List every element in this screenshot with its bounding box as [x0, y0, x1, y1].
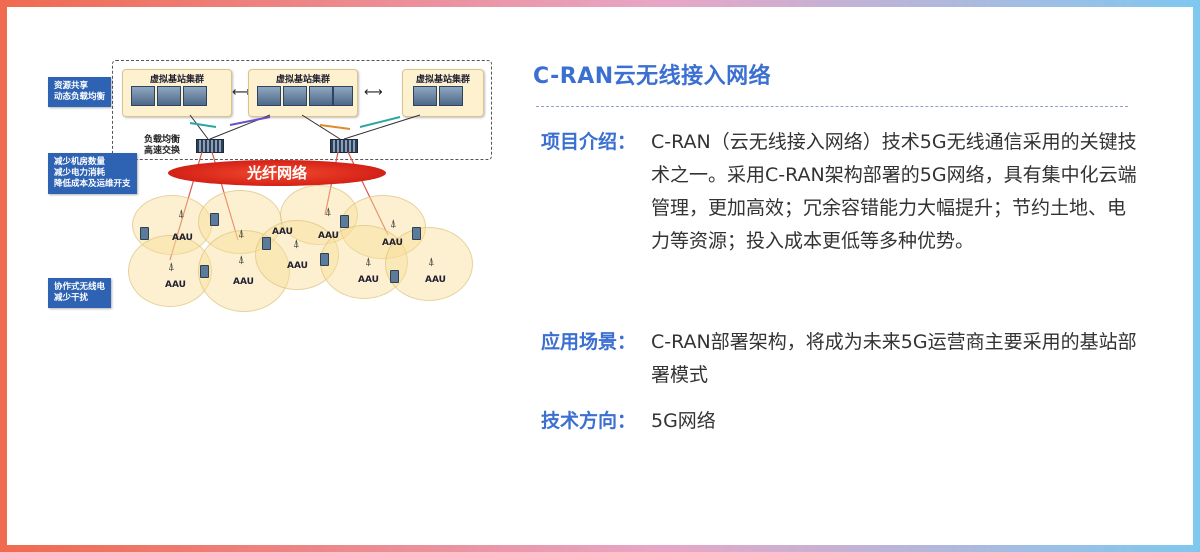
- section-value: 5G网络: [651, 410, 716, 432]
- phone-icon: [390, 270, 399, 283]
- server-rack-icon: [131, 86, 155, 106]
- fiber-network-band: 光纤网络: [168, 160, 386, 186]
- phone-icon: [140, 227, 149, 240]
- antenna-tower-icon: ⍋: [428, 255, 435, 268]
- aau-label: AAU: [272, 227, 293, 237]
- bidirectional-arrow-icon: ⟷: [232, 85, 251, 100]
- server-rack-icon: [333, 86, 353, 106]
- virtual-bs-cluster-2: 虚拟基站集群: [248, 69, 358, 117]
- phone-icon: [412, 227, 421, 240]
- section-value: C-RAN（云无线接入网络）技术5G无线通信采用的关键技术之一。采用C-RAN架…: [651, 131, 1137, 252]
- aau-label: AAU: [425, 275, 446, 285]
- switch-icon: [330, 139, 358, 153]
- virtual-bs-cluster-1: 虚拟基站集群: [122, 69, 232, 117]
- note-line: 减少干扰: [54, 293, 89, 303]
- note-line: 减少电力消耗: [54, 168, 106, 178]
- antenna-tower-icon: ⍋: [325, 205, 332, 218]
- switch-label: 负载均衡 高速交换: [144, 135, 180, 157]
- panel-title: C-RAN云无线接入网络: [533, 64, 772, 89]
- phone-icon: [320, 253, 329, 266]
- note-line: 协作式无线电: [54, 282, 106, 292]
- server-rack-icon: [183, 86, 207, 106]
- aau-label: AAU: [233, 277, 254, 287]
- switch-label-line: 高速交换: [144, 146, 181, 156]
- switch-icon: [196, 139, 224, 153]
- aau-label: AAU: [172, 233, 193, 243]
- cluster-title: 虚拟基站集群: [415, 75, 470, 85]
- aau-label: AAU: [287, 261, 308, 271]
- phone-icon: [200, 265, 209, 278]
- antenna-tower-icon: ⍋: [365, 255, 372, 268]
- coverage-cell: [385, 227, 473, 301]
- switch-label-line: 负载均衡: [144, 135, 181, 145]
- aau-label: AAU: [382, 238, 403, 248]
- server-rack-icon: [157, 86, 181, 106]
- aau-label: AAU: [165, 280, 186, 290]
- bidirectional-arrow-icon: ⟷: [364, 85, 383, 100]
- section-label: 项目介绍：: [541, 131, 637, 153]
- section-label: 技术方向：: [541, 410, 637, 432]
- note-resource-sharing: 资源共享 动态负载均衡: [48, 77, 112, 107]
- antenna-tower-icon: ⍋: [293, 237, 300, 250]
- antenna-tower-icon: ⍋: [238, 253, 245, 266]
- note-cost-reduction: 减少机房数量 减少电力消耗 降低成本及运维开支: [48, 153, 137, 194]
- section-value: C-RAN部署架构，将成为未来5G运营商主要采用的基站部署模式: [651, 331, 1137, 386]
- note-cooperative-radio: 协作式无线电 减少干扰: [48, 278, 112, 308]
- note-line: 资源共享: [54, 81, 89, 91]
- phone-icon: [210, 213, 219, 226]
- cran-architecture-diagram: 虚拟基站集群 ⟷ 虚拟基站集群 ⟷ 虚拟基站集群 资源共享 动态负载均衡 减少机…: [40, 55, 500, 320]
- note-line: 减少机房数量: [54, 157, 106, 167]
- cloud-pool-box: [112, 60, 492, 160]
- title-divider: [536, 106, 1128, 107]
- server-rack-icon: [413, 86, 437, 106]
- section-label: 应用场景：: [541, 331, 637, 353]
- server-rack-icon: [257, 86, 281, 106]
- aau-label: AAU: [358, 275, 379, 285]
- cluster-title: 虚拟基站集群: [275, 75, 330, 85]
- phone-icon: [340, 215, 349, 228]
- antenna-tower-icon: ⍋: [178, 207, 185, 220]
- server-rack-icon: [309, 86, 333, 106]
- note-line: 降低成本及运维开支: [54, 179, 131, 189]
- phone-icon: [262, 237, 271, 250]
- antenna-tower-icon: ⍋: [390, 217, 397, 230]
- server-rack-icon: [439, 86, 463, 106]
- server-rack-icon: [283, 86, 307, 106]
- note-line: 动态负载均衡: [54, 92, 106, 102]
- aau-label: AAU: [318, 231, 339, 241]
- antenna-tower-icon: ⍋: [238, 227, 245, 240]
- virtual-bs-cluster-3: 虚拟基站集群: [402, 69, 484, 117]
- antenna-tower-icon: ⍋: [168, 260, 175, 273]
- cluster-title: 虚拟基站集群: [149, 75, 204, 85]
